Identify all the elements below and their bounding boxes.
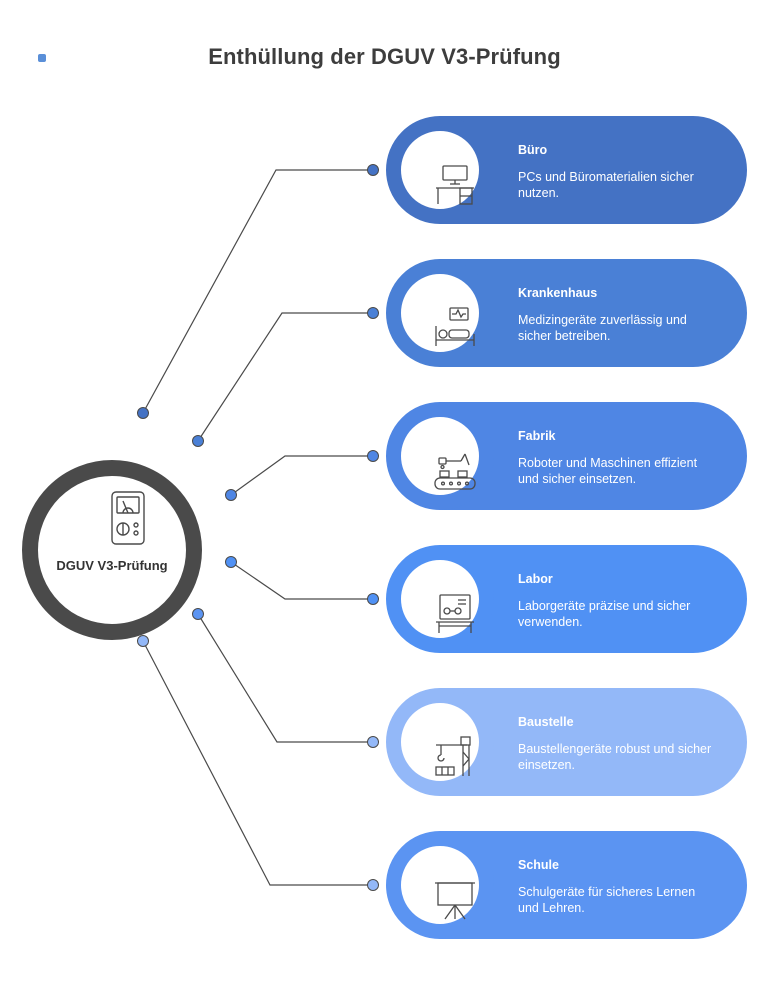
card-krankenhaus-ring	[386, 259, 494, 367]
lab-bench-icon	[436, 594, 474, 633]
card-baustelle: Baustelle Baustellengeräte robust und si…	[386, 688, 747, 796]
card-krankenhaus-description: Medizingeräte zuverlässig und sicher bet…	[518, 313, 687, 343]
dot-hub-schule	[137, 635, 149, 647]
hub-label: DGUV V3-Prüfung	[56, 558, 168, 573]
dot-hub-fabrik	[225, 489, 237, 501]
hospital-bed-icon	[435, 307, 475, 346]
dot-card-baustelle	[367, 736, 379, 748]
card-schule-title: Schule	[518, 858, 559, 872]
card-schule-ring	[386, 831, 494, 939]
card-fabrik-title: Fabrik	[518, 429, 556, 443]
office-desk-icon	[436, 165, 474, 205]
dot-card-buero	[367, 164, 379, 176]
projector-screen-icon	[435, 882, 475, 920]
card-krankenhaus-title: Krankenhaus	[518, 286, 598, 300]
dot-hub-baustelle	[192, 608, 204, 620]
card-labor-description: Laborgeräte präzise und sicher verwenden…	[518, 599, 691, 629]
card-buero-title: Büro	[518, 143, 548, 157]
dot-card-labor	[367, 593, 379, 605]
card-buero-ring	[386, 116, 494, 224]
card-buero-description: PCs und Büromaterialien sicher nutzen.	[518, 170, 694, 200]
brand-logo	[38, 53, 64, 63]
dot-hub-buero	[137, 407, 149, 419]
card-fabrik-description: Roboter und Maschinen effizient und sich…	[518, 456, 698, 486]
card-labor: Labor Laborgeräte präzise und sicher ver…	[386, 545, 747, 653]
dot-hub-labor	[225, 556, 237, 568]
crane-icon	[435, 736, 471, 776]
factory-robot-icon	[434, 453, 476, 490]
connector-baustelle	[197, 613, 373, 743]
connector-labor	[230, 561, 373, 600]
connector-fabrik	[230, 455, 373, 496]
card-baustelle-ring	[386, 688, 494, 796]
page-title: Enthüllung der DGUV V3-Prüfung	[208, 44, 561, 69]
card-schule: Schule Schulgeräte für sicheres Lernen u…	[386, 831, 747, 939]
card-krankenhaus: Krankenhaus Medizingeräte zuverlässig un…	[386, 259, 747, 367]
brand-logo-mark	[38, 54, 46, 62]
dot-card-krankenhaus	[367, 307, 379, 319]
card-baustelle-title: Baustelle	[518, 715, 574, 729]
dot-card-schule	[367, 879, 379, 891]
hub-circle: DGUV V3-Prüfung	[22, 460, 202, 640]
connector-buero	[142, 169, 373, 414]
multimeter-icon	[111, 491, 145, 545]
card-labor-title: Labor	[518, 572, 553, 586]
connector-krankenhaus	[197, 312, 373, 442]
card-labor-ring	[386, 545, 494, 653]
card-baustelle-description: Baustellengeräte robust und sicher einse…	[518, 742, 712, 772]
card-fabrik: Fabrik Roboter und Maschinen effizient u…	[386, 402, 747, 510]
card-schule-description: Schulgeräte für sicheres Lernen und Lehr…	[518, 885, 696, 915]
card-fabrik-ring	[386, 402, 494, 510]
dot-card-fabrik	[367, 450, 379, 462]
dot-hub-krankenhaus	[192, 435, 204, 447]
connector-schule	[142, 640, 373, 886]
card-buero: Büro PCs und Büromaterialien sicher nutz…	[386, 116, 747, 224]
